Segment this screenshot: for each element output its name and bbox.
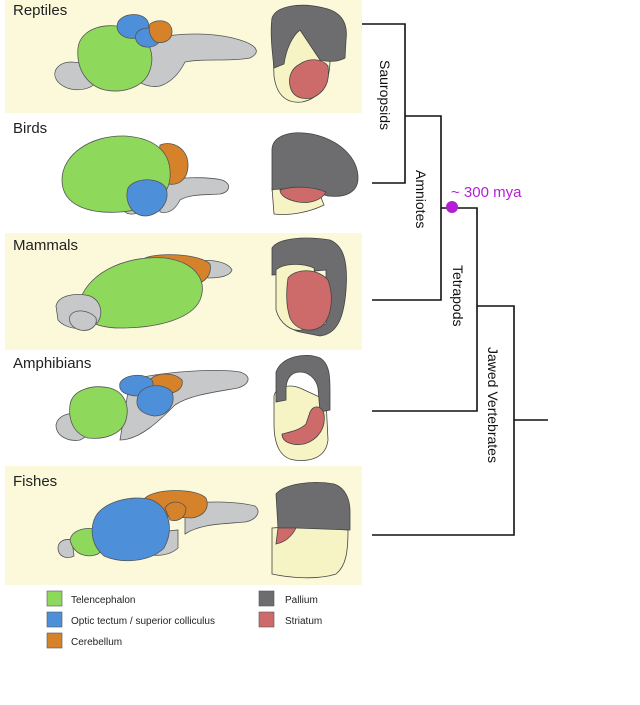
legend-swatch-telencephalon bbox=[46, 590, 63, 607]
reptile-section bbox=[270, 4, 347, 103]
legend: Telencephalon Optic tectum / superior co… bbox=[46, 590, 322, 649]
fish-section bbox=[271, 482, 351, 579]
bird-brain bbox=[61, 135, 229, 217]
tree-branch-tetrapods bbox=[372, 207, 478, 412]
clade-label-sauropsids: Sauropsids bbox=[377, 60, 393, 130]
panel-label-reptiles: Reptiles bbox=[13, 2, 67, 19]
bird-section bbox=[271, 132, 359, 215]
amphibian-section bbox=[273, 355, 331, 461]
fish-brain bbox=[57, 490, 259, 561]
legend-swatch-cerebellum bbox=[46, 632, 63, 649]
divergence-node-label: ~ 300 mya bbox=[451, 184, 522, 201]
phylogenetic-tree bbox=[362, 23, 548, 536]
reptile-brain bbox=[54, 14, 257, 92]
panel-label-mammals: Mammals bbox=[13, 237, 78, 254]
legend-label-pallium: Pallium bbox=[285, 595, 318, 606]
panel-label-amphibians: Amphibians bbox=[13, 355, 91, 372]
mammal-brain bbox=[55, 254, 233, 331]
amphibian-brain bbox=[55, 370, 249, 441]
mammal-section bbox=[271, 237, 347, 337]
panel-label-fishes: Fishes bbox=[13, 473, 57, 490]
tree-branch-sauropsids bbox=[362, 23, 406, 184]
legend-label-striatum: Striatum bbox=[285, 616, 322, 627]
clade-label-tetrapods: Tetrapods bbox=[450, 265, 466, 326]
tree-branch-amniotes bbox=[372, 115, 442, 301]
legend-swatch-pallium bbox=[258, 590, 275, 607]
legend-label-optic-tectum: Optic tectum / superior colliculus bbox=[71, 616, 215, 627]
legend-label-telencephalon: Telencephalon bbox=[71, 595, 136, 606]
clade-label-jawed-vertebrates: Jawed Vertebrates bbox=[485, 347, 501, 463]
clade-label-amniotes: Amniotes bbox=[413, 170, 429, 228]
legend-swatch-striatum bbox=[258, 611, 275, 628]
panel-label-birds: Birds bbox=[13, 120, 47, 137]
legend-label-cerebellum: Cerebellum bbox=[71, 637, 122, 648]
divergence-node bbox=[446, 201, 458, 213]
legend-swatch-optic-tectum bbox=[46, 611, 63, 628]
